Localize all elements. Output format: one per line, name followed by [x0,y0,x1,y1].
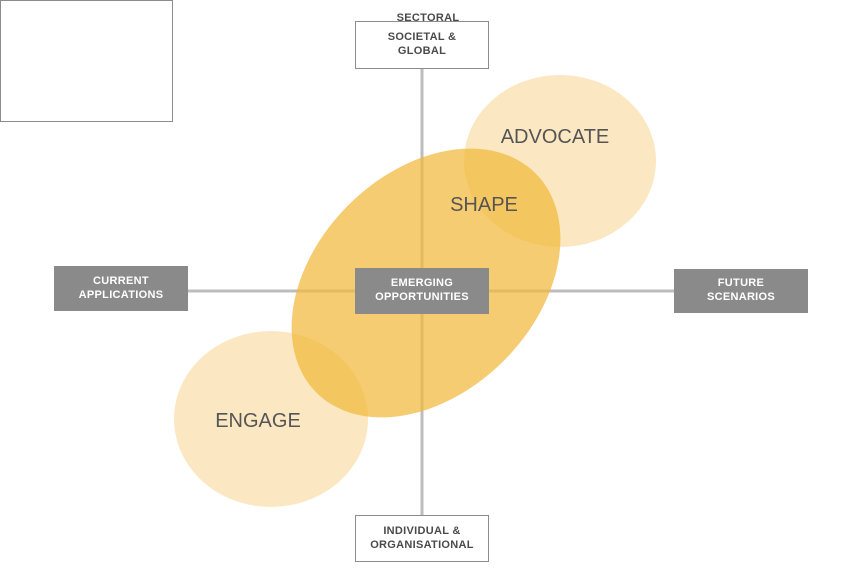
emerging-opportunities-box: EMERGING OPPORTUNITIES [355,268,489,314]
sectoral-label: SECTORAL [396,12,460,24]
axis-right-box: FUTURE SCENARIOS [674,269,808,313]
axis-left-box: CURRENT APPLICATIONS [54,266,188,311]
axis-top-label: SOCIETAL & GLOBAL [387,31,457,57]
axis-right-label: FUTURE SCENARIOS [706,277,776,303]
engage-label: ENGAGE [215,410,301,432]
emerging-opportunities-label: EMERGING OPPORTUNITIES [375,277,469,303]
axis-top-box: SOCIETAL & GLOBAL [355,21,489,69]
axis-bottom-box: INDIVIDUAL & ORGANISATIONAL [355,515,489,562]
shape-label: SHAPE [450,194,518,216]
advocate-label: ADVOCATE [501,126,610,148]
axis-left-label: CURRENT APPLICATIONS [78,274,164,301]
sectoral-box: SECTORAL [0,0,459,122]
axis-bottom-label: INDIVIDUAL & ORGANISATIONAL [370,524,474,551]
